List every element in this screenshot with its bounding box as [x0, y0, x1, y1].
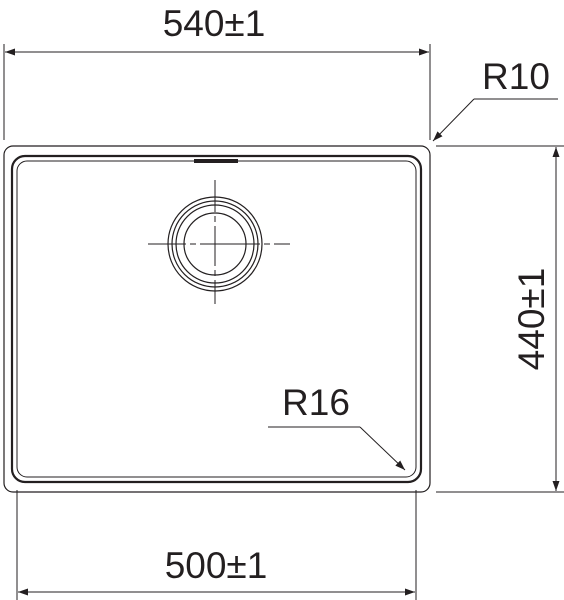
height-label: 440±1	[511, 268, 552, 371]
top-width-dimension: 540±1	[3, 3, 431, 140]
sink-bowl-inner-line	[16, 160, 417, 478]
bottom-width-dimension: 500±1	[16, 490, 417, 600]
bottom-width-label: 500±1	[165, 545, 268, 586]
drain	[148, 180, 290, 304]
r16-callout: R16	[268, 382, 406, 471]
outer-radius-label: R10	[482, 56, 550, 97]
sink-bowl-outline	[10, 154, 423, 484]
top-width-label: 540±1	[163, 3, 266, 44]
overflow-slot	[194, 159, 238, 163]
sink-outer-outline	[3, 145, 431, 493]
height-dimension: 440±1	[436, 145, 564, 493]
inner-radius-label: R16	[282, 382, 350, 423]
r10-callout: R10	[432, 56, 558, 142]
